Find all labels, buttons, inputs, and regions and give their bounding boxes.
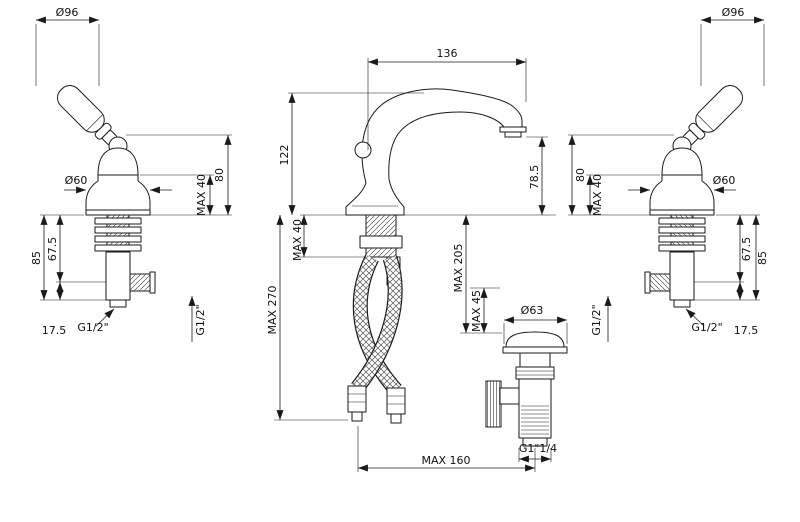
dim-label-67-5-left: 67.5 [46, 237, 59, 262]
valve-body [105, 251, 131, 301]
dim-label-67-5-right: 67.5 [740, 237, 753, 262]
dim-label-max270: MAX 270 [266, 285, 279, 334]
lock-nut [94, 226, 142, 234]
dim-label-dia60-right: Ø60 [713, 174, 736, 187]
flex-hose-b [351, 255, 403, 393]
drain-tailpiece [522, 437, 548, 447]
drain-neck [519, 352, 551, 368]
dim-label-thread-bottom-right: G1/2" [691, 321, 722, 334]
aerator-outlet [504, 131, 522, 138]
escutcheon-base-ring [85, 209, 151, 216]
lever-handle [57, 85, 117, 145]
dim-label-max40-center: MAX 40 [291, 219, 304, 261]
spout-ball-detail [354, 141, 372, 159]
dimension-lines-center [274, 58, 568, 472]
side-port-flange [149, 271, 156, 294]
dim-label-max40-left: MAX 40 [195, 174, 208, 216]
dim-label-dia96-right: Ø96 [722, 6, 745, 19]
drain-body [518, 378, 552, 439]
dim-label-thread-side-left: G1/2" [194, 304, 207, 335]
hose-end-nuts [347, 385, 406, 424]
dim-label-136: 136 [437, 47, 458, 60]
cartridge-dome [97, 147, 139, 176]
dim-label-max160: MAX 160 [421, 454, 470, 467]
lock-nut [94, 235, 142, 243]
escutcheon [85, 174, 151, 211]
dim-label-drain-thread: G1"1/4 [519, 442, 557, 455]
lock-nut [94, 217, 142, 225]
dim-label-80-right: 80 [574, 168, 587, 182]
bottom-outlet [109, 299, 127, 308]
drain-collar [515, 366, 555, 380]
dim-label-dia60-left: Ø60 [65, 174, 88, 187]
dim-label-85-right: 85 [756, 251, 769, 265]
spout-assembly [274, 58, 568, 472]
drain-dome [505, 331, 565, 348]
labels-left-valve: Ø96 Ø60 MAX 40 80 85 67.5 17.5 G1/2" G1/… [30, 6, 226, 337]
dim-label-max45: MAX 45 [470, 290, 483, 332]
lock-nut [94, 244, 142, 252]
flex-hose-a [352, 254, 402, 395]
dim-label-max40-right: MAX 40 [591, 174, 604, 216]
dim-label-dia63: Ø63 [521, 304, 544, 317]
dim-label-17-5-right: 17.5 [734, 324, 759, 337]
spout-body [345, 88, 523, 216]
drain-flange [502, 346, 568, 354]
shank-nut [359, 235, 403, 249]
labels-spout: 136 122 78.5 MAX 40 MAX 270 MAX 205 MAX … [266, 47, 557, 467]
dimension-lines [35, 16, 232, 342]
dim-label-max205: MAX 205 [452, 243, 465, 292]
aerator-ring [499, 126, 527, 133]
dim-label-dia96-left: Ø96 [56, 6, 79, 19]
valve-assembly [35, 16, 232, 342]
dim-label-80-left: 80 [213, 168, 226, 182]
dim-label-122: 122 [278, 145, 291, 166]
dim-label-85-left: 85 [30, 251, 43, 265]
dim-label-17-5-left: 17.5 [42, 324, 67, 337]
dim-label-78-5: 78.5 [528, 165, 541, 190]
labels-right-valve: Ø96 Ø60 MAX 40 80 85 67.5 17.5 G1/2" G1/… [574, 6, 769, 337]
popup-drain [485, 331, 568, 447]
drain-side-pipe [499, 387, 520, 405]
dim-label-thread-bottom-left: G1/2" [77, 321, 108, 334]
dim-label-thread-side-right: G1/2" [590, 304, 603, 335]
